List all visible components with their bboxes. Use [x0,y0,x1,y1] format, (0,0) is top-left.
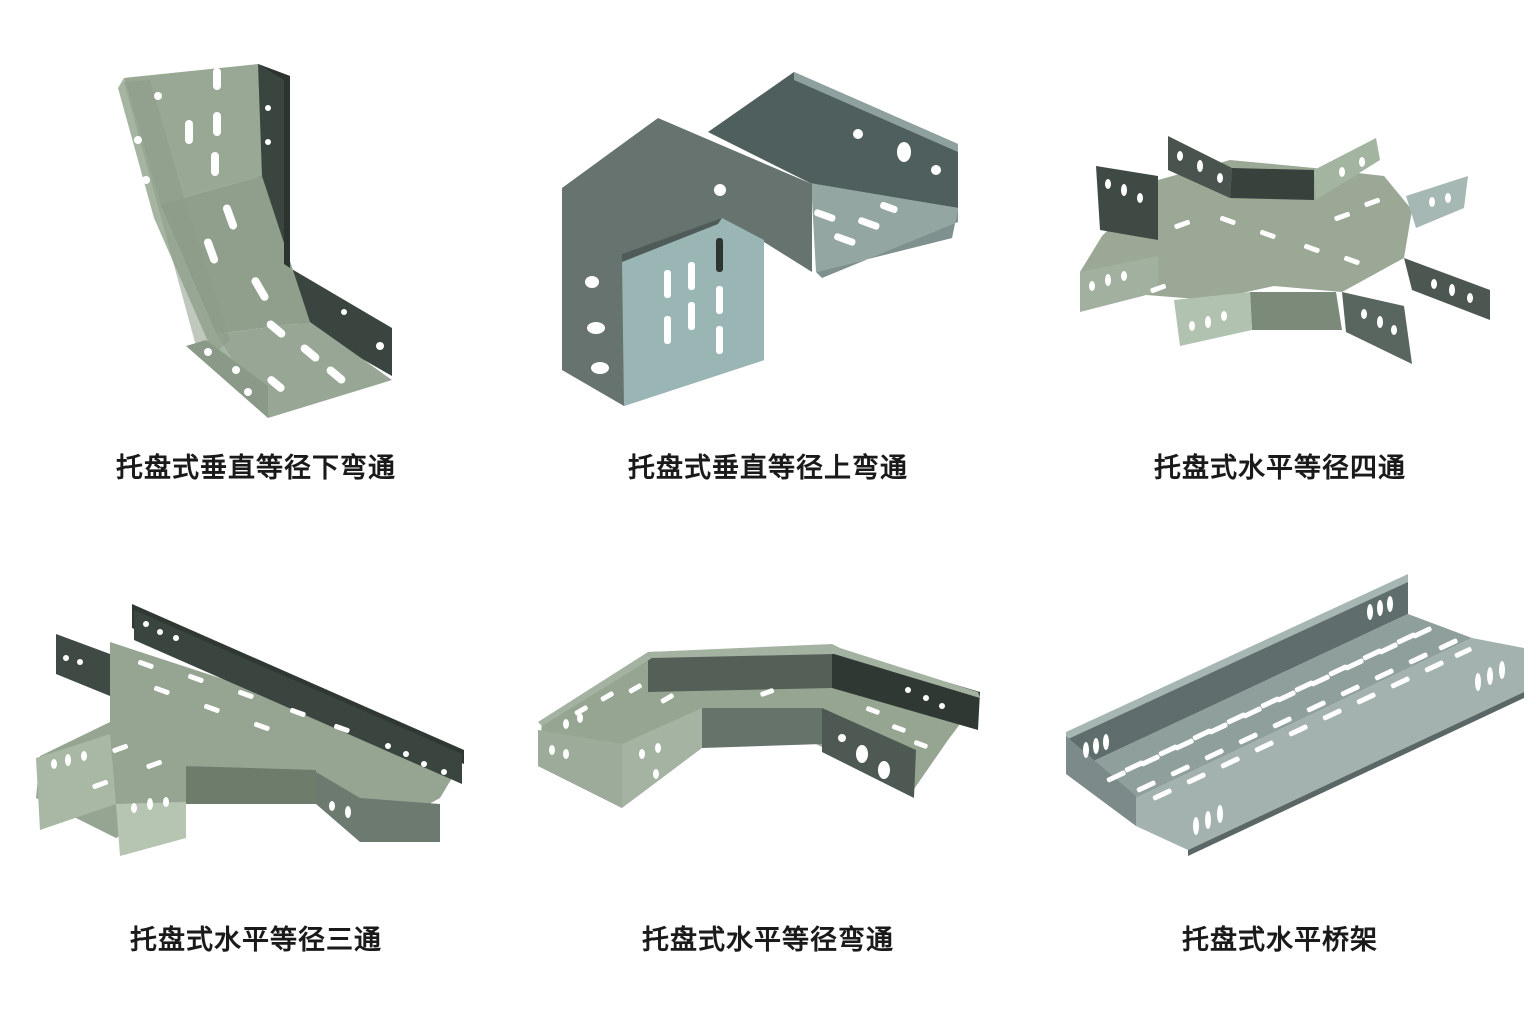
product-caption-horizontal-cross: 托盘式水平等径四通 [1154,453,1406,484]
vertical-up-bend-illustration [562,72,958,406]
product-card-vertical-down-bend: 托盘式垂直等径下弯通 [0,0,512,512]
product-card-horizontal-tee: 托盘式水平等径三通 [0,512,512,1024]
product-caption-horizontal-tray: 托盘式水平桥架 [1182,925,1378,956]
vertical-down-bend-illustration [118,64,392,418]
product-card-vertical-up-bend: 托盘式垂直等径上弯通 [512,0,1024,512]
horizontal-tray-illustration [1066,574,1524,856]
product-card-horizontal-elbow: 托盘式水平等径弯通 [512,512,1024,1024]
horizontal-cross-illustration [1080,136,1490,364]
product-caption-horizontal-tee: 托盘式水平等径三通 [130,925,382,956]
product-card-horizontal-cross: 托盘式水平等径四通 [1024,0,1536,512]
horizontal-tee-illustration [36,604,464,856]
product-caption-horizontal-elbow: 托盘式水平等径弯通 [642,925,894,956]
product-card-horizontal-tray: 托盘式水平桥架 [1024,512,1536,1024]
product-caption-vertical-up-bend: 托盘式垂直等径上弯通 [628,453,908,484]
product-caption-vertical-down-bend: 托盘式垂直等径下弯通 [116,453,396,484]
horizontal-elbow-illustration [538,644,980,808]
